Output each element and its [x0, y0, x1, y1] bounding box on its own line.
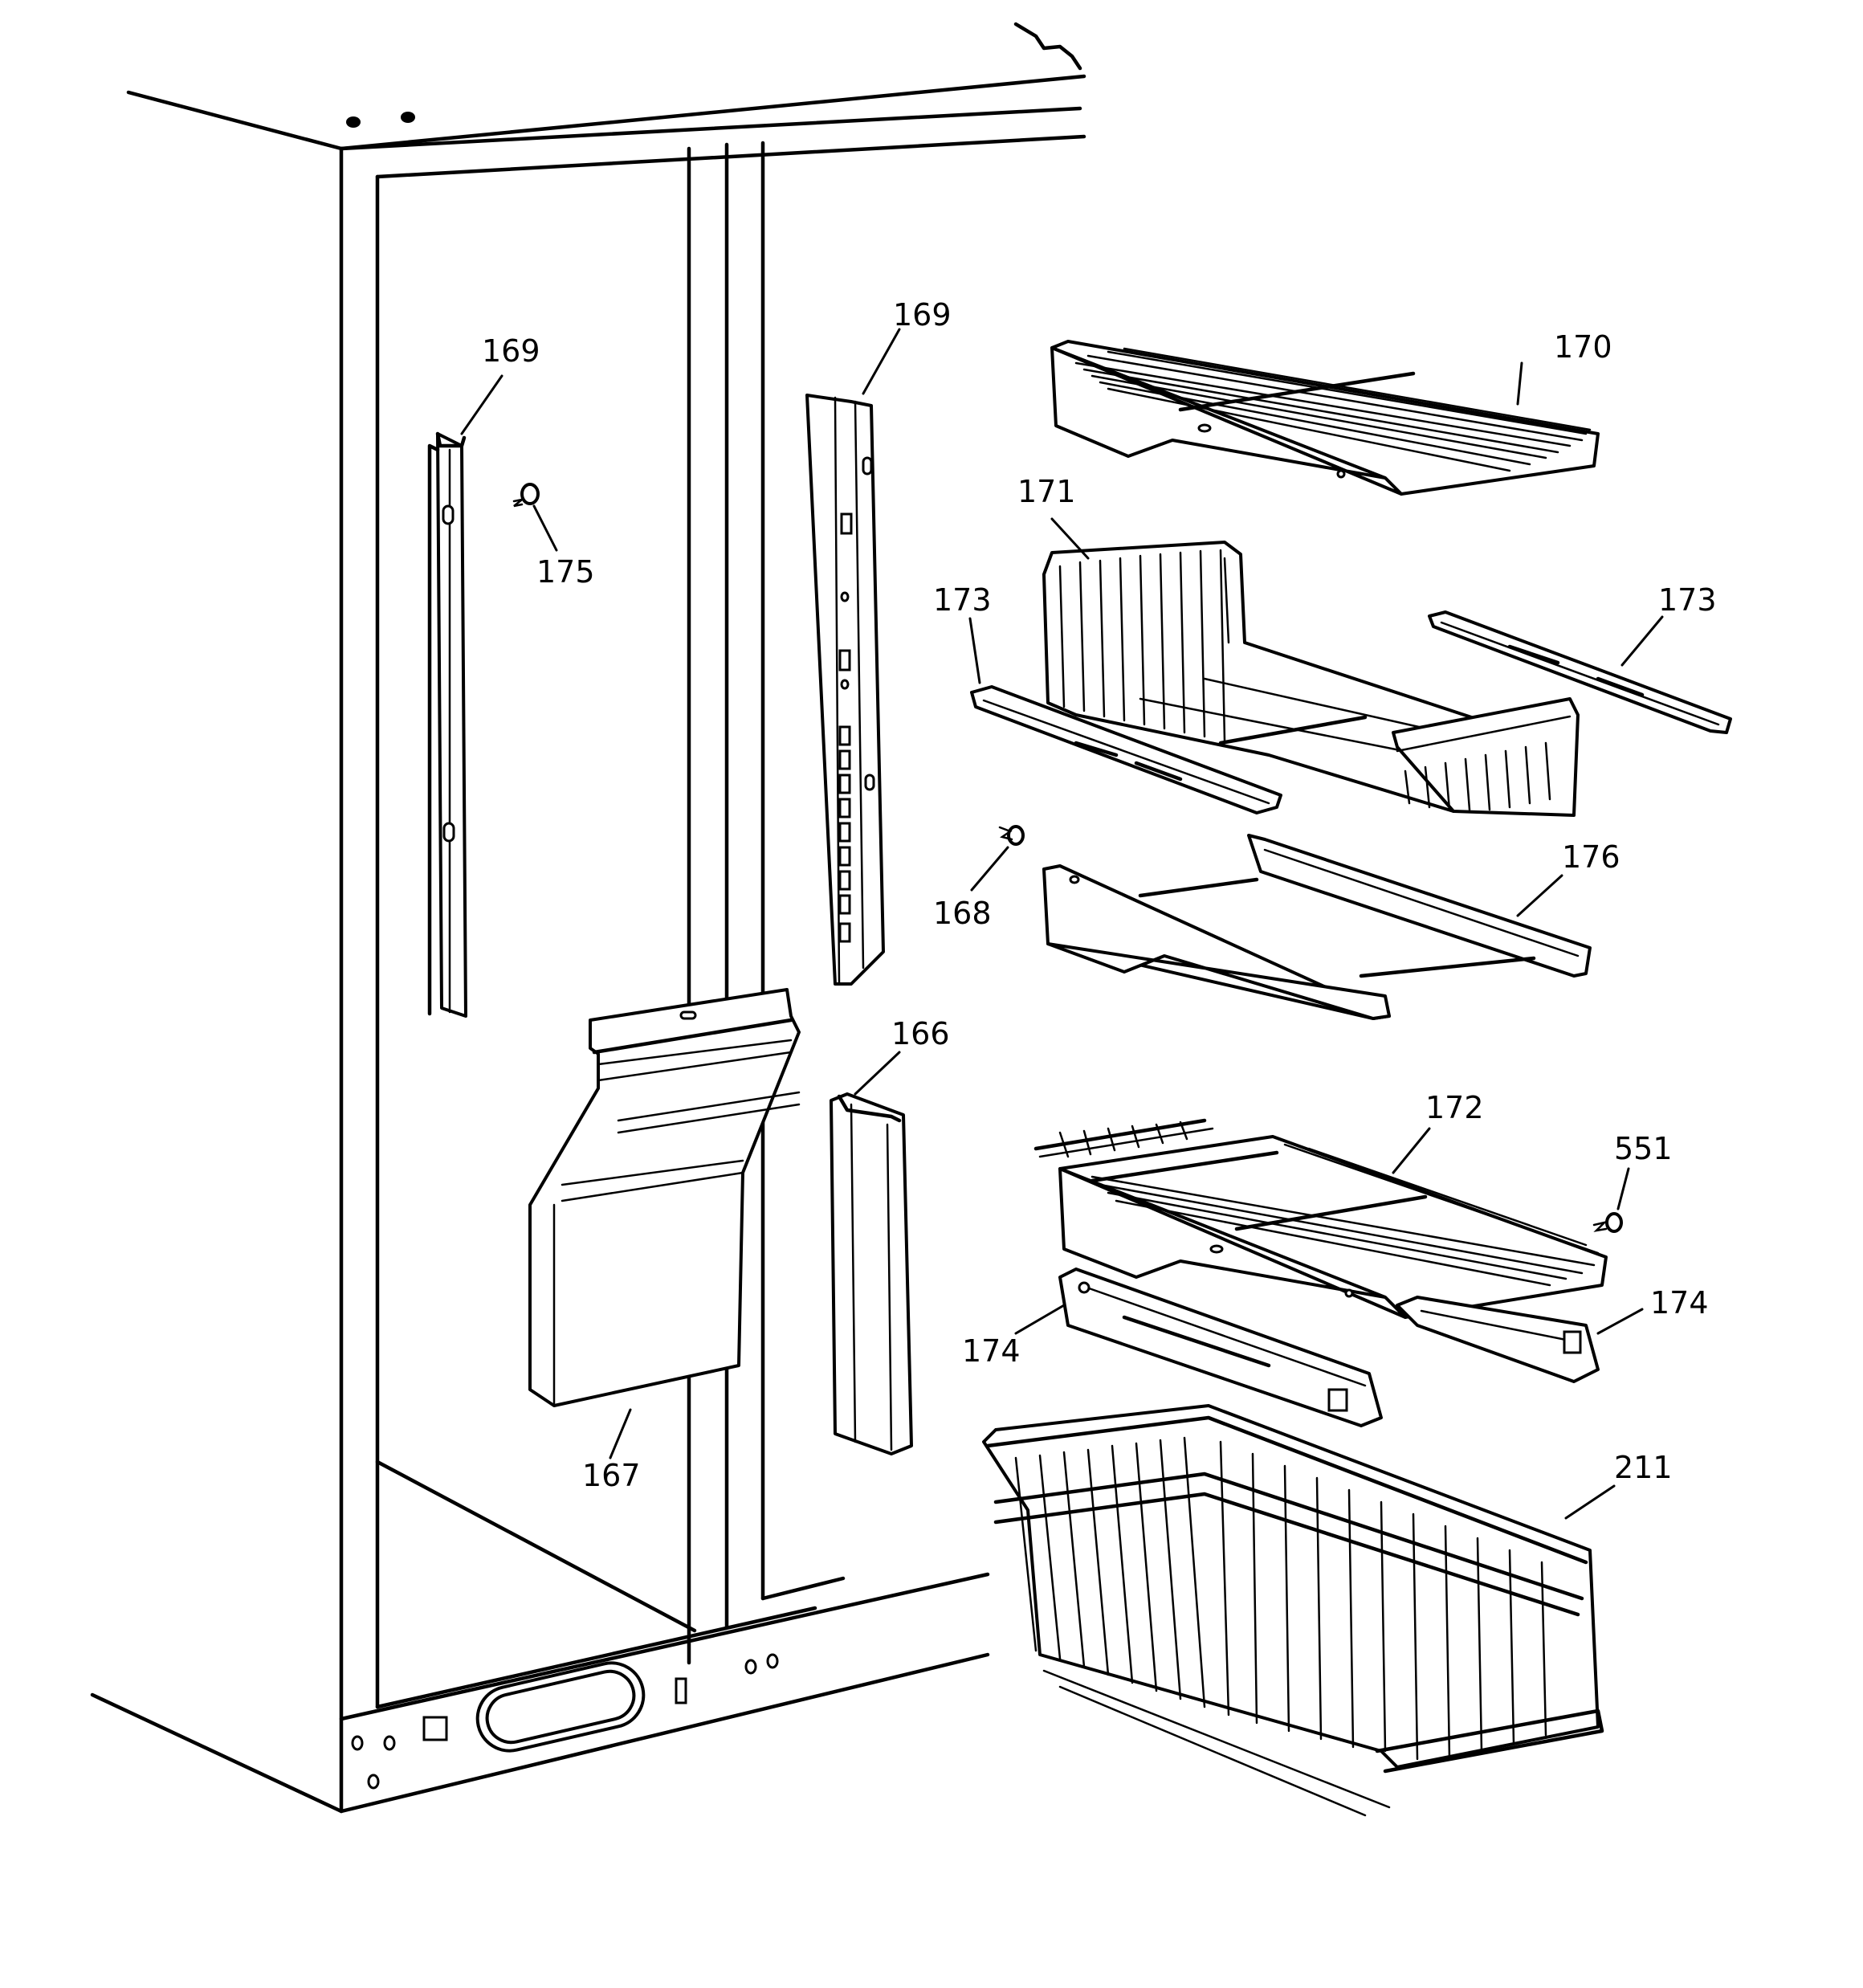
basket-171 — [1042, 541, 1580, 817]
cover-167 — [528, 988, 801, 1407]
callout-169-left: 169 — [482, 333, 540, 369]
shelf-support-rail-right — [805, 394, 885, 986]
callout-173-right: 173 — [1658, 582, 1717, 618]
callout-211: 211 — [1614, 1450, 1673, 1485]
screw-175 — [512, 483, 540, 508]
callout-173-left: 173 — [933, 582, 992, 618]
callout-551: 551 — [1614, 1131, 1673, 1166]
shelf-frame-176 — [1042, 834, 1592, 1020]
freezer-cabinet — [90, 22, 1086, 1814]
callout-170: 170 — [1554, 329, 1612, 365]
callout-166: 166 — [891, 1016, 950, 1051]
slide-rail-173-left — [970, 685, 1282, 814]
screw-168 — [998, 825, 1025, 846]
screw-551 — [1592, 1212, 1623, 1233]
callout-174-left: 174 — [962, 1333, 1021, 1369]
callout-174-right: 174 — [1650, 1285, 1709, 1321]
shelf-170 — [1050, 340, 1600, 496]
callout-176: 176 — [1562, 839, 1620, 875]
callout-169-right: 169 — [893, 297, 952, 333]
callout-168: 168 — [933, 896, 992, 931]
bracket-174-right — [1396, 1296, 1600, 1383]
shelf-172 — [1033, 1118, 1608, 1319]
wire-basket-211 — [982, 1404, 1604, 1817]
callout-172: 172 — [1425, 1090, 1484, 1125]
slide-rail-173-right — [1428, 610, 1732, 734]
bracket-174-left — [1058, 1268, 1383, 1427]
callout-171: 171 — [1017, 474, 1076, 509]
callout-175: 175 — [536, 554, 595, 590]
trim-166 — [830, 1092, 913, 1455]
shelf-support-rail-left — [427, 431, 467, 1018]
leader-lines — [460, 328, 1664, 1520]
callout-labels: 169 169 175 170 171 173 173 168 176 166 … — [482, 297, 1717, 1493]
callout-167: 167 — [582, 1458, 641, 1493]
